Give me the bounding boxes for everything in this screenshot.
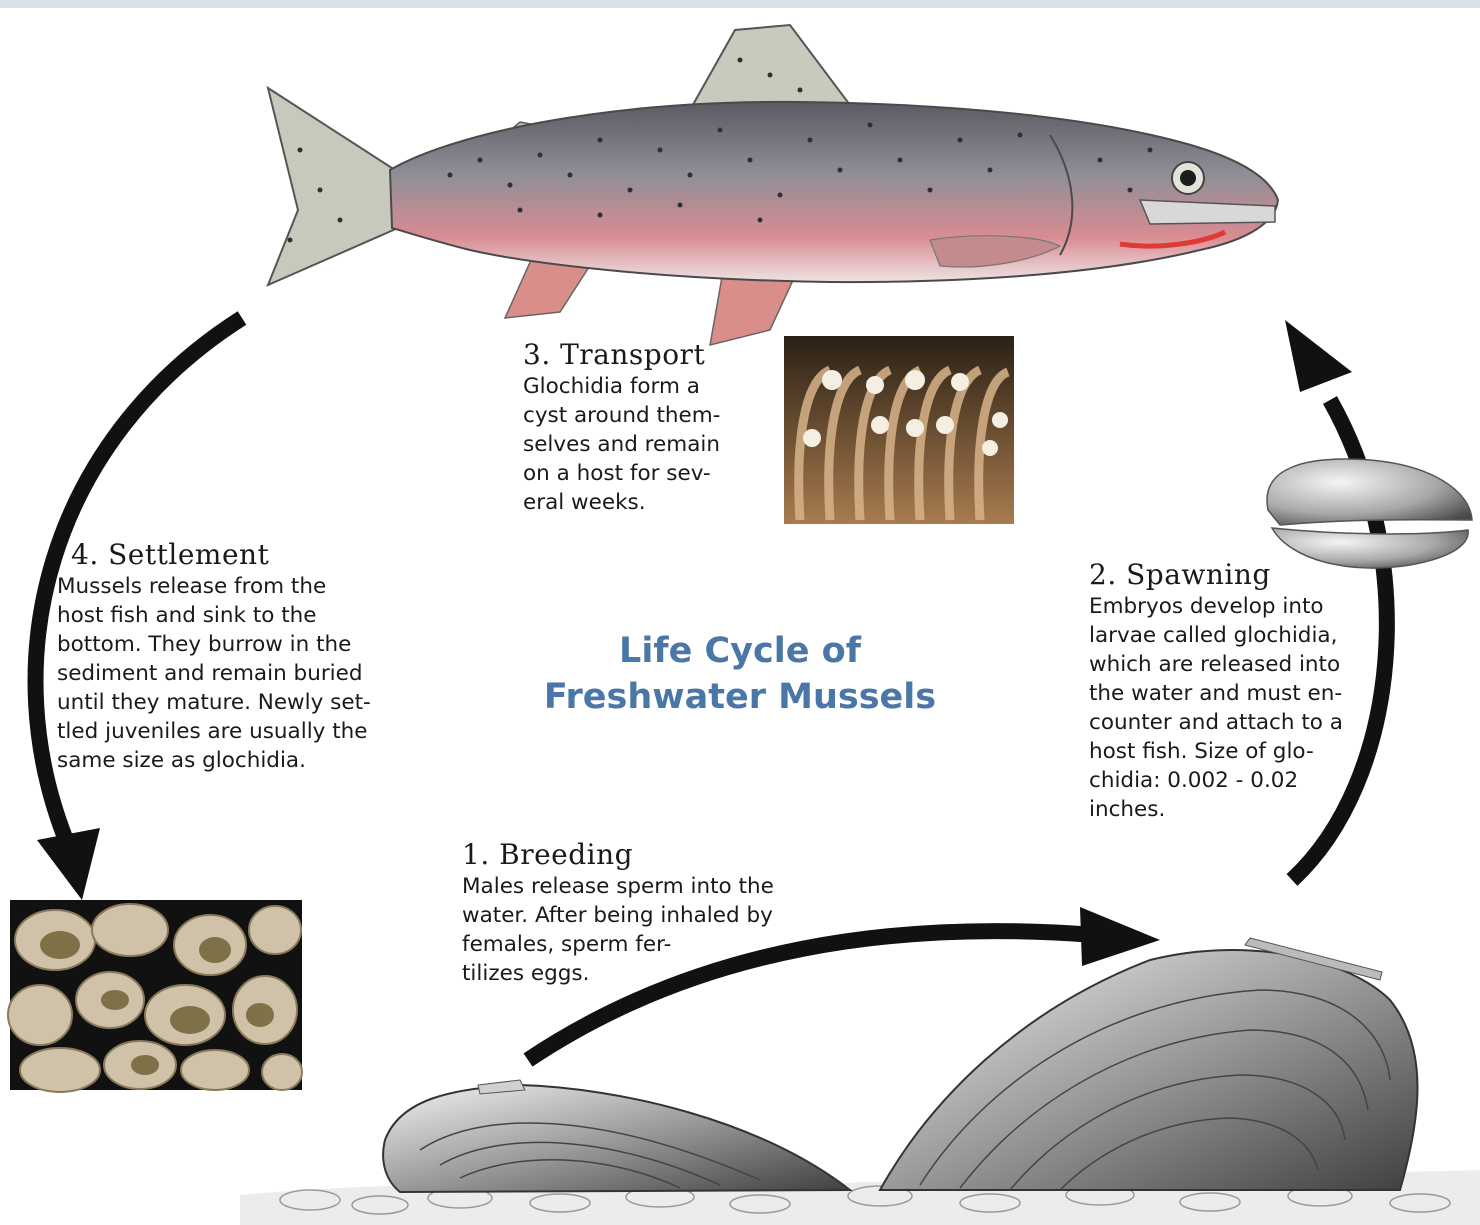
step-description: Mussels release from the host fish and s… (57, 572, 403, 775)
title-line-2: Freshwater Mussels (510, 674, 970, 720)
step-settlement: 4. Settlement Mussels release from the h… (57, 540, 403, 775)
diagram-title: Life Cycle of Freshwater Mussels (510, 628, 970, 720)
glochidium-larva-illustration (1267, 459, 1472, 568)
step-heading: 4. Settlement (57, 540, 403, 570)
step-spawning: 2. Spawning Embryos develop into larvae … (1089, 560, 1395, 824)
adult-mussel-illustration (880, 938, 1418, 1190)
step-heading: 2. Spawning (1089, 560, 1395, 590)
step-heading: 3. Transport (523, 340, 760, 370)
arrowhead-up (1285, 320, 1352, 392)
step-heading: 1. Breeding (462, 840, 858, 870)
title-line-1: Life Cycle of (510, 628, 970, 674)
trout-illustration (268, 25, 1278, 345)
small-mussel-illustration (383, 1080, 850, 1192)
arrowhead-down (37, 828, 100, 900)
juvenile-mussels-photo (8, 900, 302, 1092)
step-description: Embryos develop into larvae called gloch… (1089, 592, 1395, 824)
step-description: Males release sperm into the water. Afte… (462, 872, 858, 988)
step-transport: 3. Transport Glochidia form a cyst aroun… (523, 340, 760, 517)
step-breeding: 1. Breeding Males release sperm into the… (462, 840, 858, 988)
glochidia-on-gill-photo (784, 336, 1014, 524)
arrowhead-right (1080, 907, 1160, 966)
step-description: Glochidia form a cyst around them- selve… (523, 372, 760, 517)
